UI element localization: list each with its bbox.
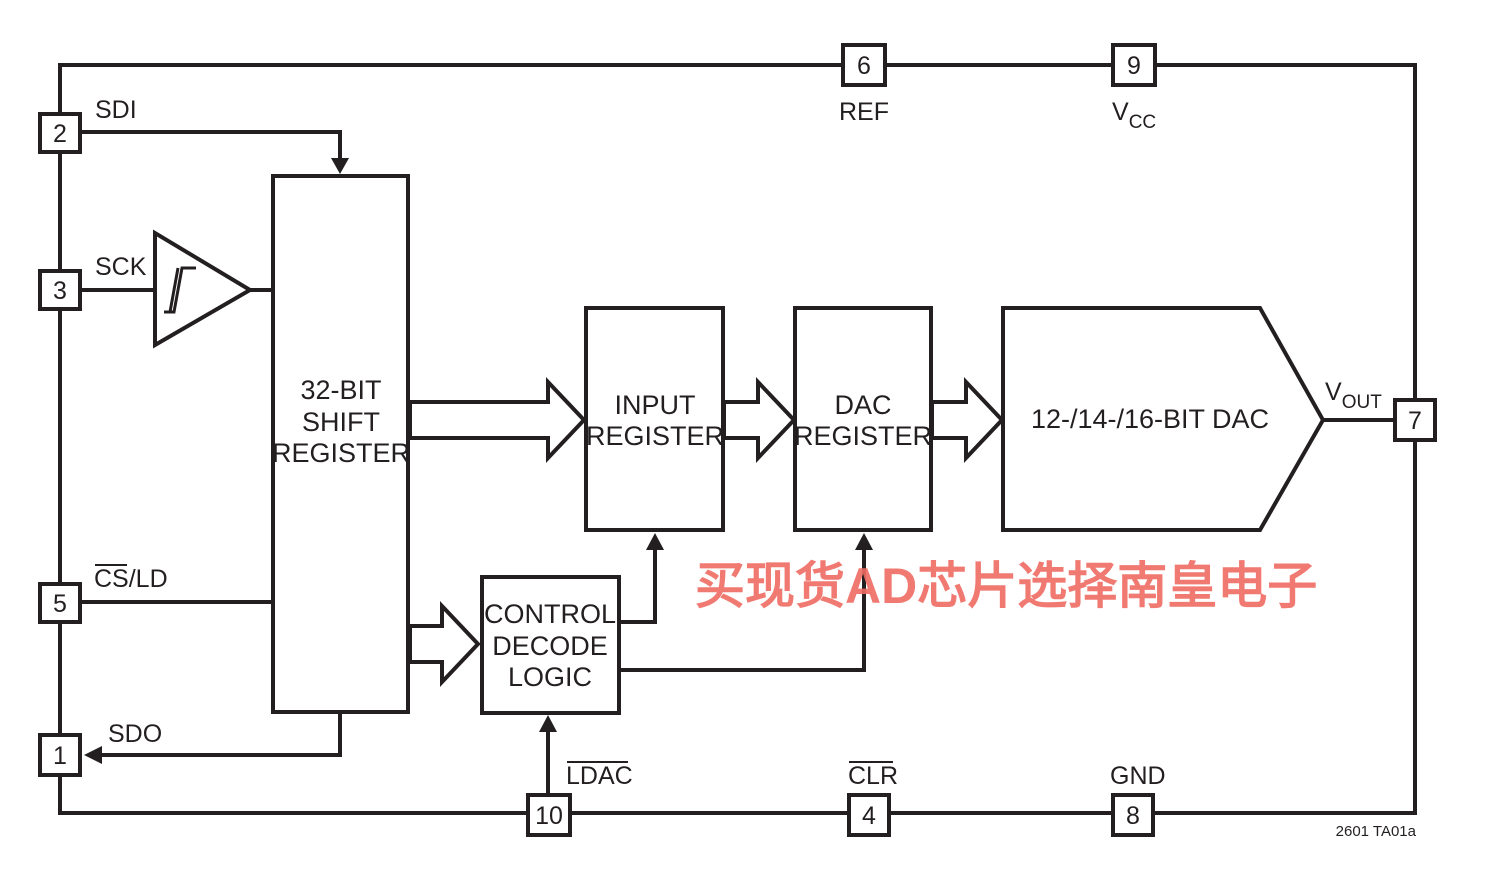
sdo-label: SDO xyxy=(108,720,162,748)
ld-label: /LD xyxy=(129,565,168,593)
pin-3: 3 xyxy=(38,269,82,311)
vcc-label: VCC xyxy=(1112,98,1156,133)
vout-label-main: V xyxy=(1325,378,1342,406)
control-decode-logic-block xyxy=(480,575,621,715)
control-line-3: LOGIC xyxy=(508,662,592,692)
pin-9: 9 xyxy=(1111,43,1157,87)
pin-7: 7 xyxy=(1393,398,1437,442)
pin-5-number: 5 xyxy=(53,590,67,618)
pin-9-number: 9 xyxy=(1127,52,1141,80)
pin-3-number: 3 xyxy=(53,277,67,305)
bus-arrow-shift-to-input xyxy=(408,376,587,464)
pin-7-number: 7 xyxy=(1408,407,1422,435)
cs-label-overbar: CS xyxy=(94,565,129,593)
vcc-label-main: V xyxy=(1112,98,1129,126)
shift-register-line-1: 32-BIT xyxy=(300,375,381,405)
pin-5: 5 xyxy=(38,582,82,624)
vcc-label-sub: CC xyxy=(1129,112,1156,133)
pin-2: 2 xyxy=(38,112,82,154)
bus-arrow-dac-register-to-dac xyxy=(930,376,1005,464)
pin-4-number: 4 xyxy=(862,802,876,830)
schmitt-trigger-buffer xyxy=(153,229,254,349)
vout-label: VOUT xyxy=(1325,378,1382,413)
control-line-1: CONTROL xyxy=(484,599,616,629)
shift-register-block xyxy=(271,174,410,714)
dac-register-line-2: REGISTER xyxy=(794,421,932,451)
dac-label: 12-/14-/16-BIT DAC xyxy=(1031,404,1269,434)
control-to-dac-register-wire xyxy=(619,548,866,672)
input-register-line-1: INPUT xyxy=(615,390,696,420)
bus-arrow-shift-to-control xyxy=(408,600,481,688)
dac-register-line-1: DAC xyxy=(834,390,891,420)
pin-4: 4 xyxy=(847,793,891,837)
pin-6-number: 6 xyxy=(857,52,871,80)
sck-label: SCK xyxy=(95,253,147,281)
schmitt-hysteresis-icon xyxy=(164,266,196,314)
outer-frame xyxy=(58,63,1417,815)
pin-1: 1 xyxy=(38,733,82,777)
pin-8: 8 xyxy=(1111,793,1155,837)
pin-1-number: 1 xyxy=(53,742,67,770)
dac-block xyxy=(1001,306,1326,532)
pin-10-number: 10 xyxy=(535,802,563,830)
shift-register-line-3: REGISTER xyxy=(272,438,410,468)
sdo-arrowhead xyxy=(84,746,102,764)
ref-label: REF xyxy=(839,98,889,126)
figure-reference: 2601 TA01a xyxy=(1336,823,1417,840)
sdi-wire xyxy=(80,130,342,160)
pin-6: 6 xyxy=(841,43,887,87)
pin-2-number: 2 xyxy=(53,120,67,148)
pin-8-number: 8 xyxy=(1126,802,1140,830)
control-line-2: DECODE xyxy=(492,631,608,661)
control-to-input-arrowhead xyxy=(646,533,664,550)
input-register-block xyxy=(584,306,725,532)
control-to-input-wire xyxy=(619,548,657,624)
input-register-line-2: REGISTER xyxy=(586,421,724,451)
dac-register-block xyxy=(793,306,933,532)
shift-register-line-2: SHIFT xyxy=(302,407,380,437)
pin-10: 10 xyxy=(526,793,572,837)
sdi-arrowhead xyxy=(331,158,349,174)
vout-label-sub: OUT xyxy=(1342,392,1383,413)
gnd-label: GND xyxy=(1110,762,1166,790)
bus-arrow-input-to-dac-register xyxy=(722,376,797,464)
clr-label: CLR xyxy=(848,762,898,790)
cs-ld-label: CS/LD xyxy=(94,565,168,593)
control-to-dac-register-arrowhead xyxy=(855,533,873,550)
ldac-arrowhead xyxy=(539,715,557,732)
sdo-wire xyxy=(100,712,342,757)
sdi-label: SDI xyxy=(95,96,137,124)
ldac-label: LDAC xyxy=(566,762,633,790)
watermark-text: 买现货AD芯片选择南皇电子 xyxy=(695,558,1317,614)
